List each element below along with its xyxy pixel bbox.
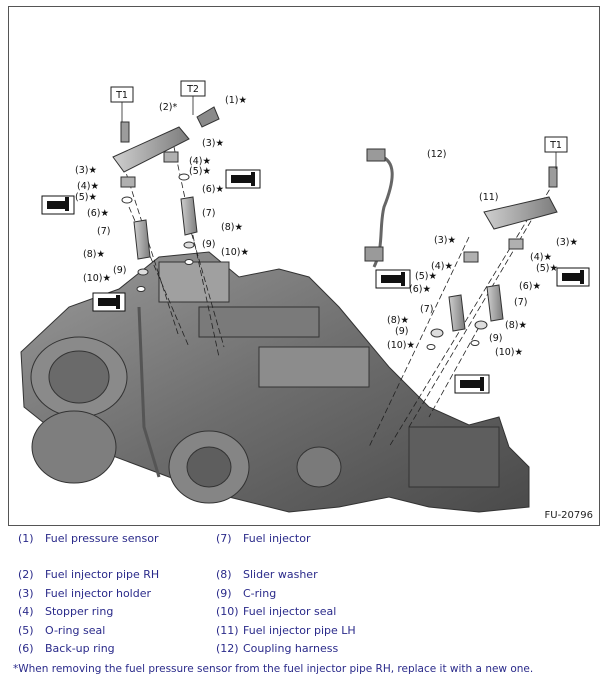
legend-label: Back-up ring xyxy=(45,642,115,655)
legend-label: Slider washer xyxy=(243,568,318,581)
callout-8-left: (8)★ xyxy=(387,315,409,326)
legend-label: Fuel injector seal xyxy=(243,605,337,618)
legend-row: (4) Stopper ring (10) Fuel injector seal xyxy=(0,605,608,621)
callout-9-upper: (9) xyxy=(202,239,215,250)
legend-num: (1) xyxy=(18,532,34,545)
footnote: *When removing the fuel pressure sensor … xyxy=(13,663,534,675)
callout-4-upper: (4)★ xyxy=(189,156,211,167)
callout-7-right: (7) xyxy=(514,297,527,308)
callout-7-upper: (7) xyxy=(202,208,215,219)
callout-7-left: (7) xyxy=(420,304,433,315)
legend-num: (4) xyxy=(18,605,34,618)
legend-label: Fuel injector xyxy=(243,532,311,545)
legend-num: (3) xyxy=(18,587,34,600)
legend-label: C-ring xyxy=(243,587,277,600)
callout-8-upper: (8)★ xyxy=(221,222,243,233)
callout-5-lower: (5)★ xyxy=(75,192,97,203)
callout-8-lower: (8)★ xyxy=(83,249,105,260)
legend-num: (6) xyxy=(18,642,34,655)
legend-num: (7) xyxy=(216,532,232,545)
legend-num: (5) xyxy=(18,624,34,637)
callout-9-lower: (9) xyxy=(113,265,126,276)
oil-apply-icons xyxy=(41,169,590,394)
callout-2: (2)* xyxy=(159,102,177,113)
callout-5-left: (5)★ xyxy=(415,271,437,282)
legend-num: (2) xyxy=(18,568,34,581)
callout-3-right: (3)★ xyxy=(556,237,578,248)
callout-7-lower: (7) xyxy=(97,226,110,237)
right-callouts: (12) (11) (3)★ (3)★ (4)★ (4)★ (5)★ (5)★ … xyxy=(387,149,578,358)
legend-num: (12) xyxy=(216,642,239,655)
exploded-diagram: T1 T2 T1 (1 xyxy=(20,80,590,513)
legend-row: (1) Fuel pressure sensor (7) Fuel inject… xyxy=(0,532,608,548)
legend-num: (10) xyxy=(216,605,239,618)
legend-num: (11) xyxy=(216,624,239,637)
callout-4-left: (4)★ xyxy=(431,261,453,272)
callout-5-right: (5)★ xyxy=(536,263,558,274)
exploded-diagram-frame: T1 T2 T1 (1 xyxy=(8,6,600,526)
callout-3-left: (3)★ xyxy=(434,235,456,246)
callout-6-upper: (6)★ xyxy=(202,184,224,195)
callout-3-lower: (3)★ xyxy=(75,165,97,176)
tool-label-t2: T2 xyxy=(186,84,199,95)
callout-6-right: (6)★ xyxy=(519,281,541,292)
figure-code: FU-20796 xyxy=(544,510,594,521)
callout-10-right: (10)★ xyxy=(495,347,523,358)
legend-num: (8) xyxy=(216,568,232,581)
tool-box-t1-left: T1 xyxy=(110,86,134,122)
callout-10-lower: (10)★ xyxy=(83,273,111,284)
legend-label: Fuel pressure sensor xyxy=(45,532,159,545)
callout-10-left: (10)★ xyxy=(387,340,415,351)
tool-label-t1-left: T1 xyxy=(115,90,128,101)
injector-pipe-lh-illustration xyxy=(364,148,558,350)
legend-label: Stopper ring xyxy=(45,605,114,618)
legend-num: (9) xyxy=(216,587,232,600)
callout-1: (1)★ xyxy=(225,95,247,106)
callout-5-upper: (5)★ xyxy=(189,166,211,177)
tool-label-t1-right: T1 xyxy=(549,140,562,151)
legend-row: (5) O-ring seal (11) Fuel injector pipe … xyxy=(0,624,608,640)
legend-label: Coupling harness xyxy=(243,642,339,655)
callout-9-right: (9) xyxy=(489,333,502,344)
callout-12: (12) xyxy=(427,149,447,160)
legend-label: Fuel injector holder xyxy=(45,587,152,600)
callout-3-upper: (3)★ xyxy=(202,138,224,149)
callout-6-lower: (6)★ xyxy=(87,208,109,219)
callout-8-right: (8)★ xyxy=(505,320,527,331)
callout-9-left: (9) xyxy=(395,326,408,337)
tool-box-t1-right: T1 xyxy=(544,136,568,169)
callout-10-upper: (10)★ xyxy=(221,247,249,258)
injector-pipe-rh-illustration xyxy=(112,106,220,292)
alignment-lines xyxy=(120,146,555,448)
callout-4-lower: (4)★ xyxy=(77,181,99,192)
left-callouts: (1)★ (2)* (3)★ (3)★ (4)★ (4)★ (5)★ (5)★ … xyxy=(75,95,249,284)
legend-row: (2) Fuel injector pipe RH (8) Slider was… xyxy=(0,568,608,584)
legend-label: Fuel injector pipe LH xyxy=(243,624,356,637)
legend-row: (3) Fuel injector holder (9) C-ring xyxy=(0,587,608,603)
engine-block-illustration xyxy=(20,251,530,513)
tool-box-t2: T2 xyxy=(180,80,206,115)
callout-11: (11) xyxy=(479,192,499,203)
callout-6-left: (6)★ xyxy=(409,284,431,295)
legend-label: Fuel injector pipe RH xyxy=(45,568,160,581)
legend-label: O-ring seal xyxy=(45,624,106,637)
legend-row: (6) Back-up ring (12) Coupling harness xyxy=(0,642,608,658)
callout-4-right: (4)★ xyxy=(530,252,552,263)
